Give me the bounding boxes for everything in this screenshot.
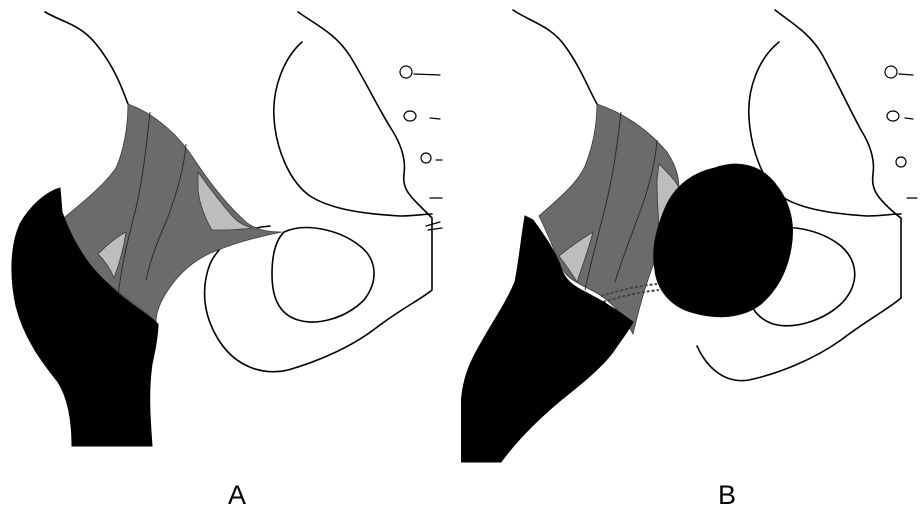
panel-label-b: B <box>697 478 757 512</box>
sacral-foramen-icon <box>885 66 897 78</box>
sacral-foramen-tick <box>905 118 913 119</box>
panel-b <box>461 0 922 470</box>
pelvic-inlet-outline <box>274 42 432 216</box>
sacral-foramen-icon <box>896 157 906 167</box>
panel-label-a: A <box>207 478 267 512</box>
sacral-foramen-tick <box>414 74 440 75</box>
sacral-foramen-icon <box>404 111 416 121</box>
pubic-symphysis <box>426 222 442 230</box>
ilium-outline <box>45 12 128 104</box>
ilium-outline <box>513 10 597 104</box>
panel-b-drawing <box>461 0 922 470</box>
sacral-foramen-icon <box>421 153 431 163</box>
sacral-foramen-icon <box>887 111 899 121</box>
sacral-foramen-tick <box>899 74 913 75</box>
panel-a-drawing <box>0 0 461 470</box>
obturator-foramen <box>272 228 374 322</box>
sacral-foramen-icon <box>400 66 412 78</box>
panel-a <box>0 0 461 470</box>
sacral-foramen-tick <box>430 118 440 119</box>
pelvis-outline <box>205 12 432 372</box>
